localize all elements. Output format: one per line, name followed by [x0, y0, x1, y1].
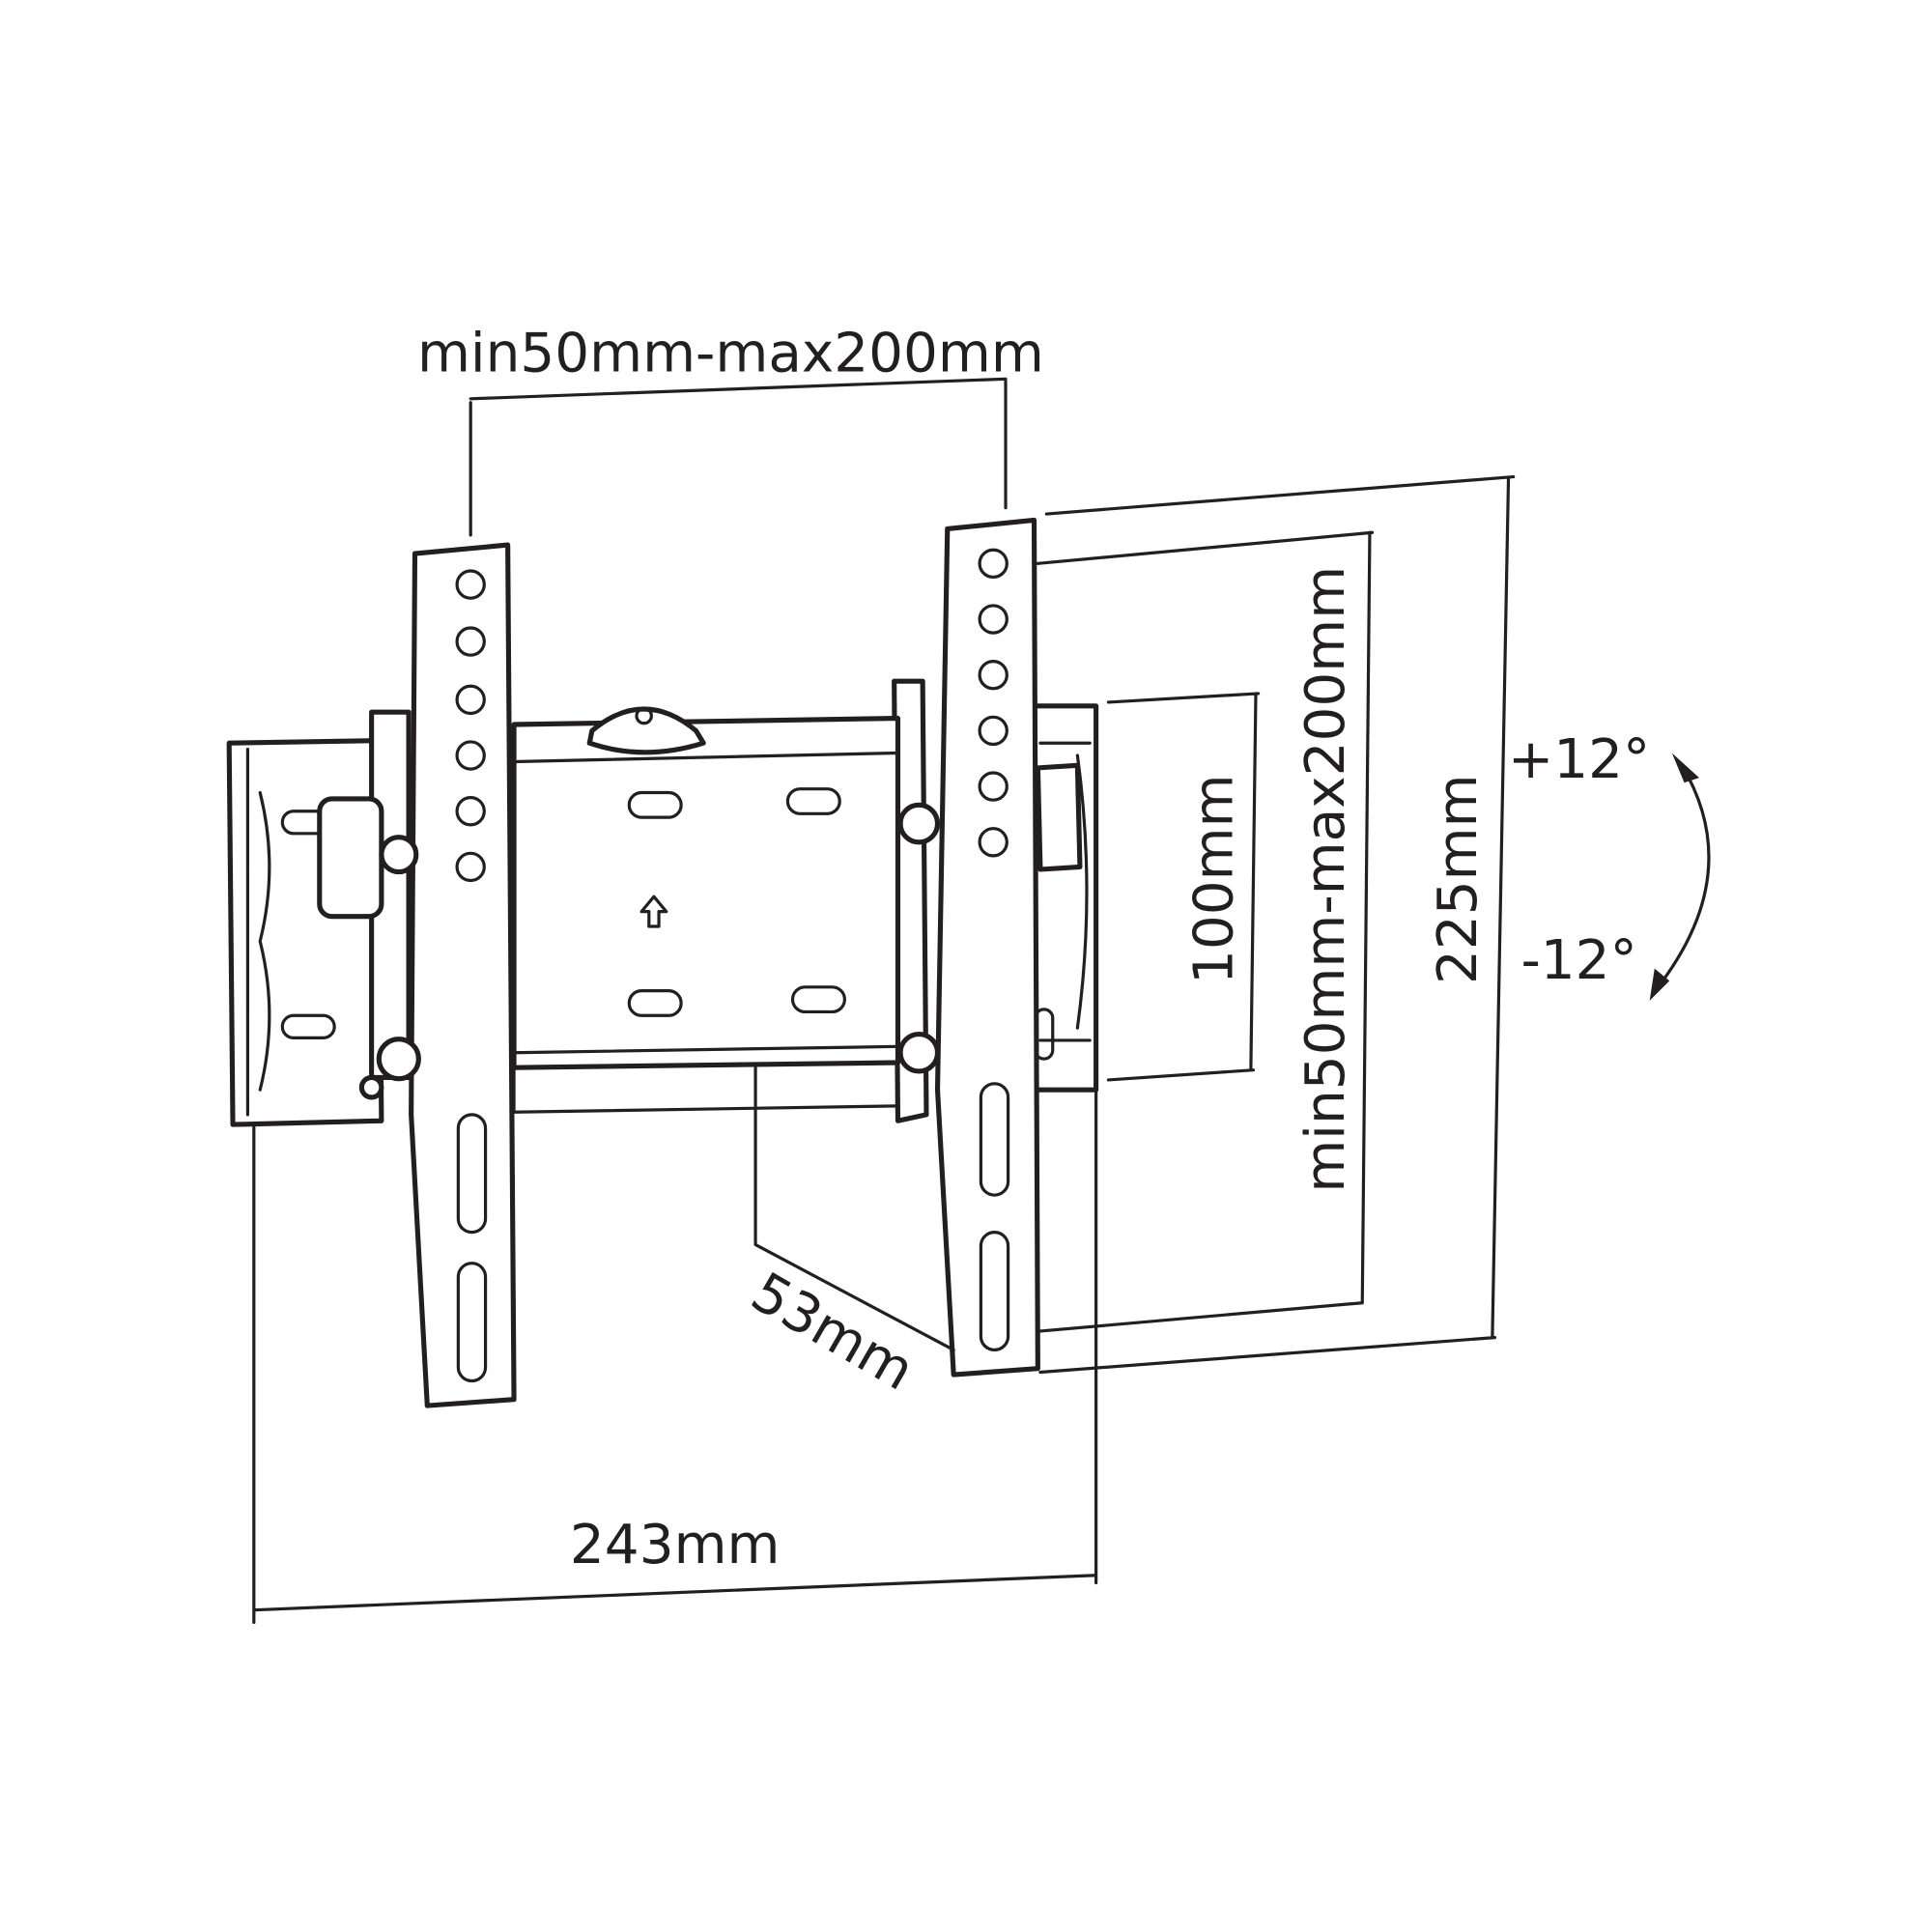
- wall-distance-label: 53mm: [741, 1261, 924, 1403]
- tilt-indicator: +12° -12°: [1508, 728, 1711, 1001]
- overall-height-label: 225mm: [1427, 774, 1490, 984]
- dimension-vesa-horizontal: min50mm-max200mm: [417, 323, 1044, 537]
- knob-icon: [317, 796, 384, 920]
- dimension-overall-height: 225mm: [1038, 474, 1516, 1375]
- up-arrow-icon: [639, 895, 668, 928]
- wall-plate: [511, 706, 901, 1114]
- right-vesa-arm: [897, 517, 1040, 1378]
- arrowhead-down-icon: [1649, 968, 1670, 1001]
- tilt-up-label: +12°: [1508, 728, 1650, 791]
- vesa-horizontal-label: min50mm-max200mm: [417, 323, 1044, 385]
- tilt-down-label: -12°: [1520, 929, 1636, 992]
- dimension-hole-spacing: 100mm: [1106, 692, 1261, 1082]
- left-vesa-arm: [317, 542, 517, 1408]
- arrowhead-up-icon: [1671, 753, 1699, 783]
- overall-width-label: 243mm: [570, 1514, 781, 1577]
- dimension-overall-width: 243mm: [252, 1091, 1098, 1625]
- hole-spacing-label: 100mm: [1183, 774, 1246, 984]
- dimension-vesa-vertical: min50mm-max200mm: [1036, 530, 1375, 1333]
- vesa-vertical-label: min50mm-max200mm: [1294, 566, 1357, 1193]
- tilt-lock-handle: [586, 706, 706, 755]
